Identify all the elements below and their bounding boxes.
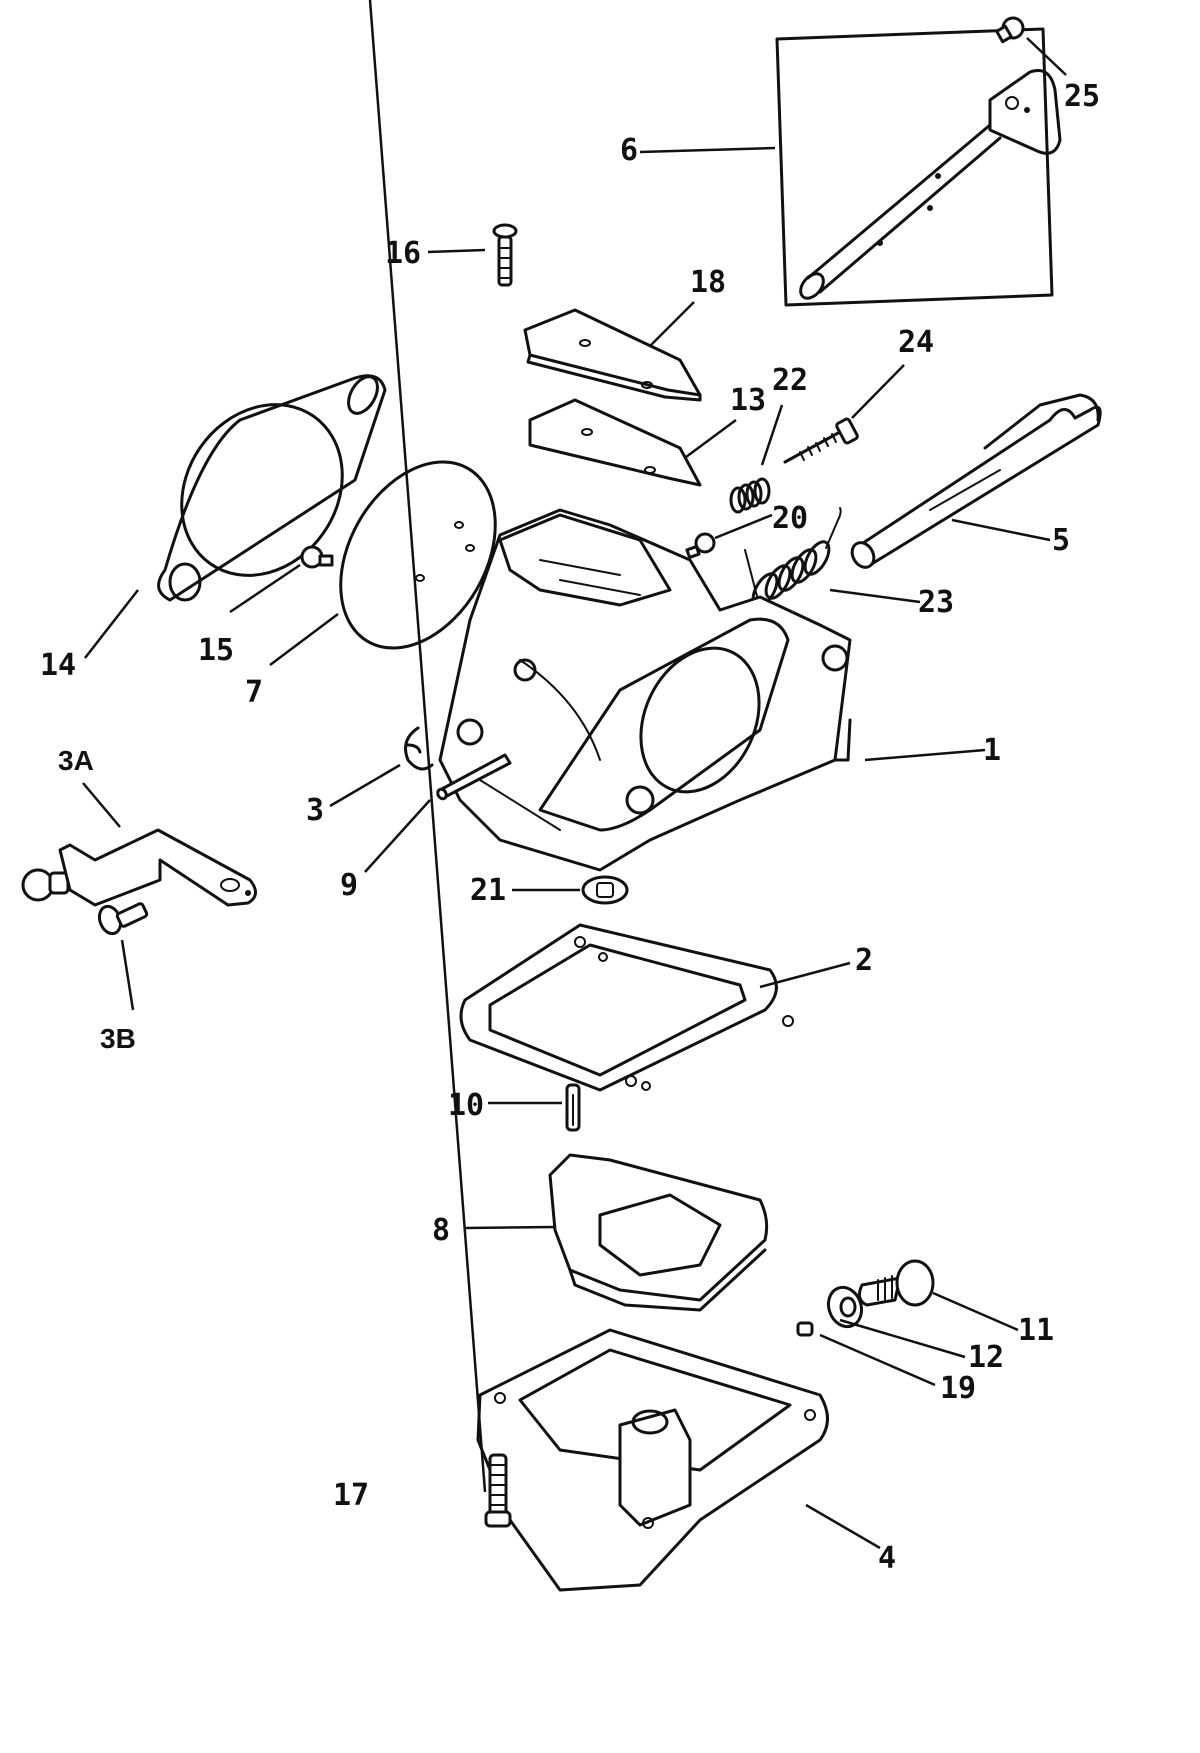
part-16-screw [492,223,518,287]
callout-21: 21 [470,873,506,908]
callout-5: 5 [1052,523,1070,558]
callout-25: 25 [1064,79,1100,114]
part-14-flange-gasket [157,374,387,602]
callout-24: 24 [898,325,934,360]
part-1-carburetor-body [438,508,852,872]
callout-2: 2 [855,943,873,978]
callout-7: 7 [245,675,263,710]
part-21-seal [581,875,629,905]
part-6-throttle-shaft-assembly [775,27,1062,307]
callout-22: 22 [772,363,808,398]
part-10-needle [565,1083,581,1132]
callout-3: 3 [306,793,324,828]
part-19-jet [796,1321,814,1337]
part-18-plate [523,308,702,402]
callout-20: 20 [772,501,808,536]
callout-14: 14 [40,648,76,683]
part-20-screw [685,532,716,559]
callout-6: 6 [620,133,638,168]
part-3b-screw [97,902,149,936]
part-5-shaft [850,393,1102,569]
part-2-gasket [459,923,794,1092]
callout-8: 8 [432,1213,450,1248]
part-22-spring [729,477,771,514]
callout-9: 9 [340,868,358,903]
callout-11: 11 [1018,1313,1054,1348]
callout-3b: 3B [100,1023,136,1054]
callout-18: 18 [690,265,726,300]
part-3-e-clip [404,726,434,771]
part-11-drain-plug [857,1259,935,1307]
part-4-float-bowl [476,1328,829,1592]
part-12-washer [826,1285,864,1329]
part-3a-lever [21,828,257,907]
callout-17: 17 [333,1478,369,1513]
part-9-pin [436,753,512,801]
callout-4: 4 [878,1541,896,1576]
callout-13: 13 [730,383,766,418]
callout-1: 1 [983,733,1001,768]
part-13-gasket-plate [528,398,702,487]
callout-12: 12 [968,1340,1004,1375]
callout-15: 15 [198,633,234,668]
callout-19: 19 [940,1371,976,1406]
part-7-throttle-plate [339,460,497,650]
callout-23: 23 [918,585,954,620]
part-8-float [548,1153,769,1312]
part-25-screw [995,16,1025,44]
part-24-needle-screw [783,417,859,464]
callout-3a: 3A [58,745,94,776]
part-17-screw [484,1453,512,1528]
part-15-screw [300,545,334,569]
